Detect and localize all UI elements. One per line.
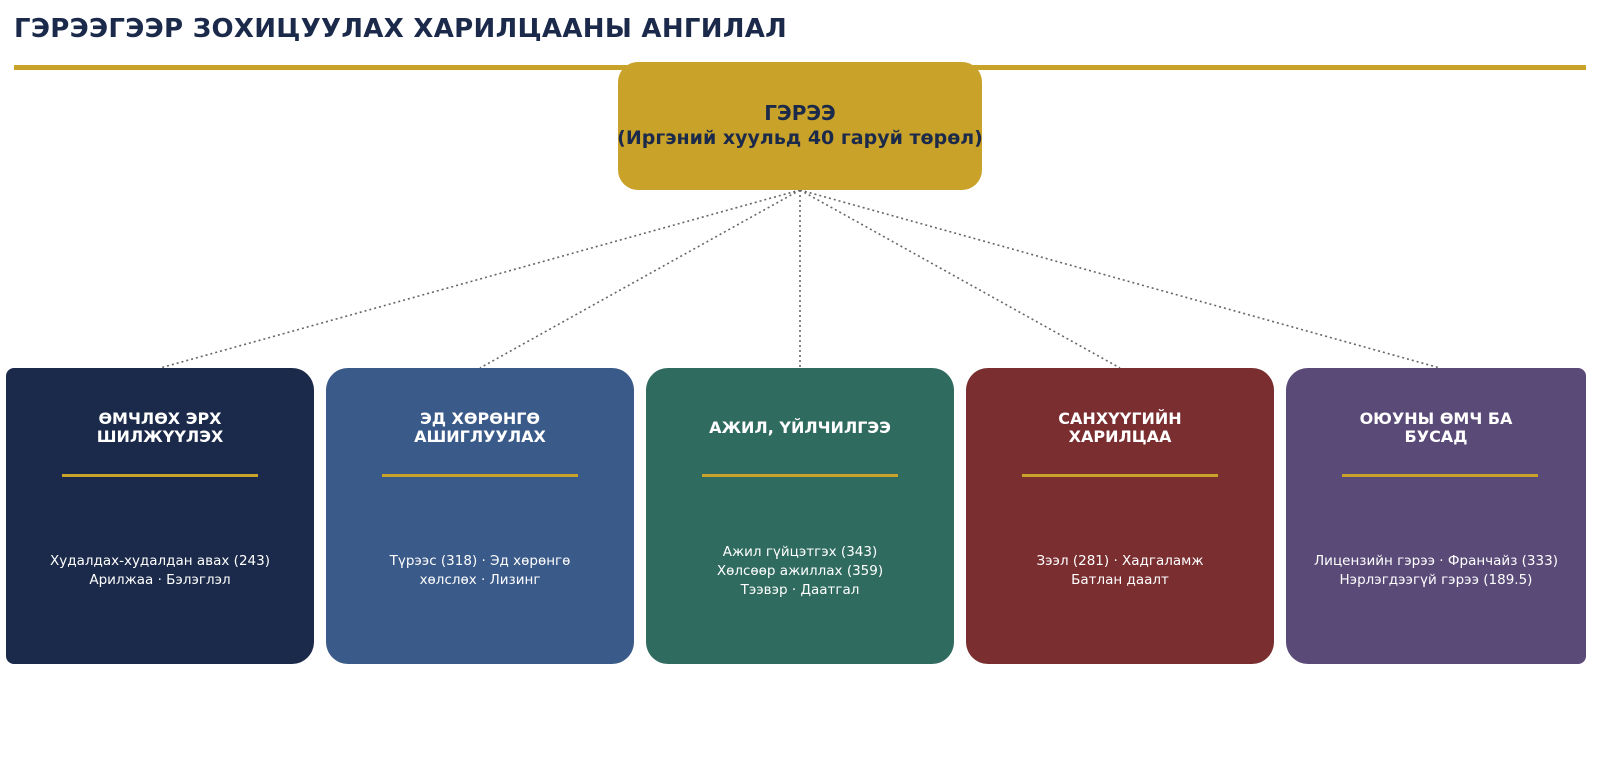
connector-line-2 <box>479 189 801 369</box>
card-title: САНХҮҮГИЙН ХАРИЛЦАА <box>1058 409 1182 446</box>
category-card-ownership-transfer: ӨМЧЛӨХ ЭРХ ШИЛЖҮҮЛЭХ Худалдах-худалдан а… <box>6 368 314 664</box>
card-items: Худалдах-худалдан авах (243) Арилжаа · Б… <box>50 553 270 588</box>
card-title: ӨМЧЛӨХ ЭРХ ШИЛЖҮҮЛЭХ <box>96 409 224 446</box>
connector-line-5 <box>799 189 1441 369</box>
card-title: АЖИЛ, ҮЙЛЧИЛГЭЭ <box>709 418 891 437</box>
category-card-work-services: АЖИЛ, ҮЙЛЧИЛГЭЭ Ажил гүйцэтгэх (343) Хөл… <box>646 368 954 664</box>
card-divider <box>1022 474 1218 477</box>
card-divider <box>1342 474 1538 477</box>
page-title: ГЭРЭЭГЭЭР ЗОХИЦУУЛАХ ХАРИЛЦААНЫ АНГИЛАЛ <box>14 14 788 44</box>
category-card-financial-relations: САНХҮҮГИЙН ХАРИЛЦАА Зээл (281) · Хадгала… <box>966 368 1274 664</box>
card-divider <box>62 474 258 477</box>
root-node-contract: ГЭРЭЭ (Иргэний хуульд 40 гаруй төрөл) <box>617 62 983 190</box>
connector-line-4 <box>799 189 1121 369</box>
root-node-subtitle: (Иргэний хуульд 40 гаруй төрөл) <box>617 127 983 149</box>
card-items: Зээл (281) · Хадгаламж Батлан даалт <box>1036 553 1204 588</box>
card-title: ЭД ХӨРӨНГӨ АШИГЛУУЛАХ <box>414 409 546 446</box>
card-divider <box>382 474 578 477</box>
card-divider <box>702 474 898 477</box>
category-card-property-use: ЭД ХӨРӨНГӨ АШИГЛУУЛАХ Түрээс (318) · Эд … <box>326 368 634 664</box>
root-node-title: ГЭРЭЭ <box>764 101 836 125</box>
card-title: ОЮУНЫ ӨМЧ БА БУСАД <box>1359 409 1513 446</box>
card-items: Ажил гүйцэтгэх (343) Хөлсөөр ажиллах (35… <box>716 543 884 598</box>
card-items: Лицензийн гэрээ · Франчайз (333) Нэрлэгд… <box>1314 553 1558 588</box>
category-card-intellectual-property: ОЮУНЫ ӨМЧ БА БУСАД Лицензийн гэрээ · Фра… <box>1286 368 1586 664</box>
card-items: Түрээс (318) · Эд хөрөнгө хөлслөх · Лизи… <box>389 553 571 588</box>
connector-line-1 <box>159 189 801 369</box>
